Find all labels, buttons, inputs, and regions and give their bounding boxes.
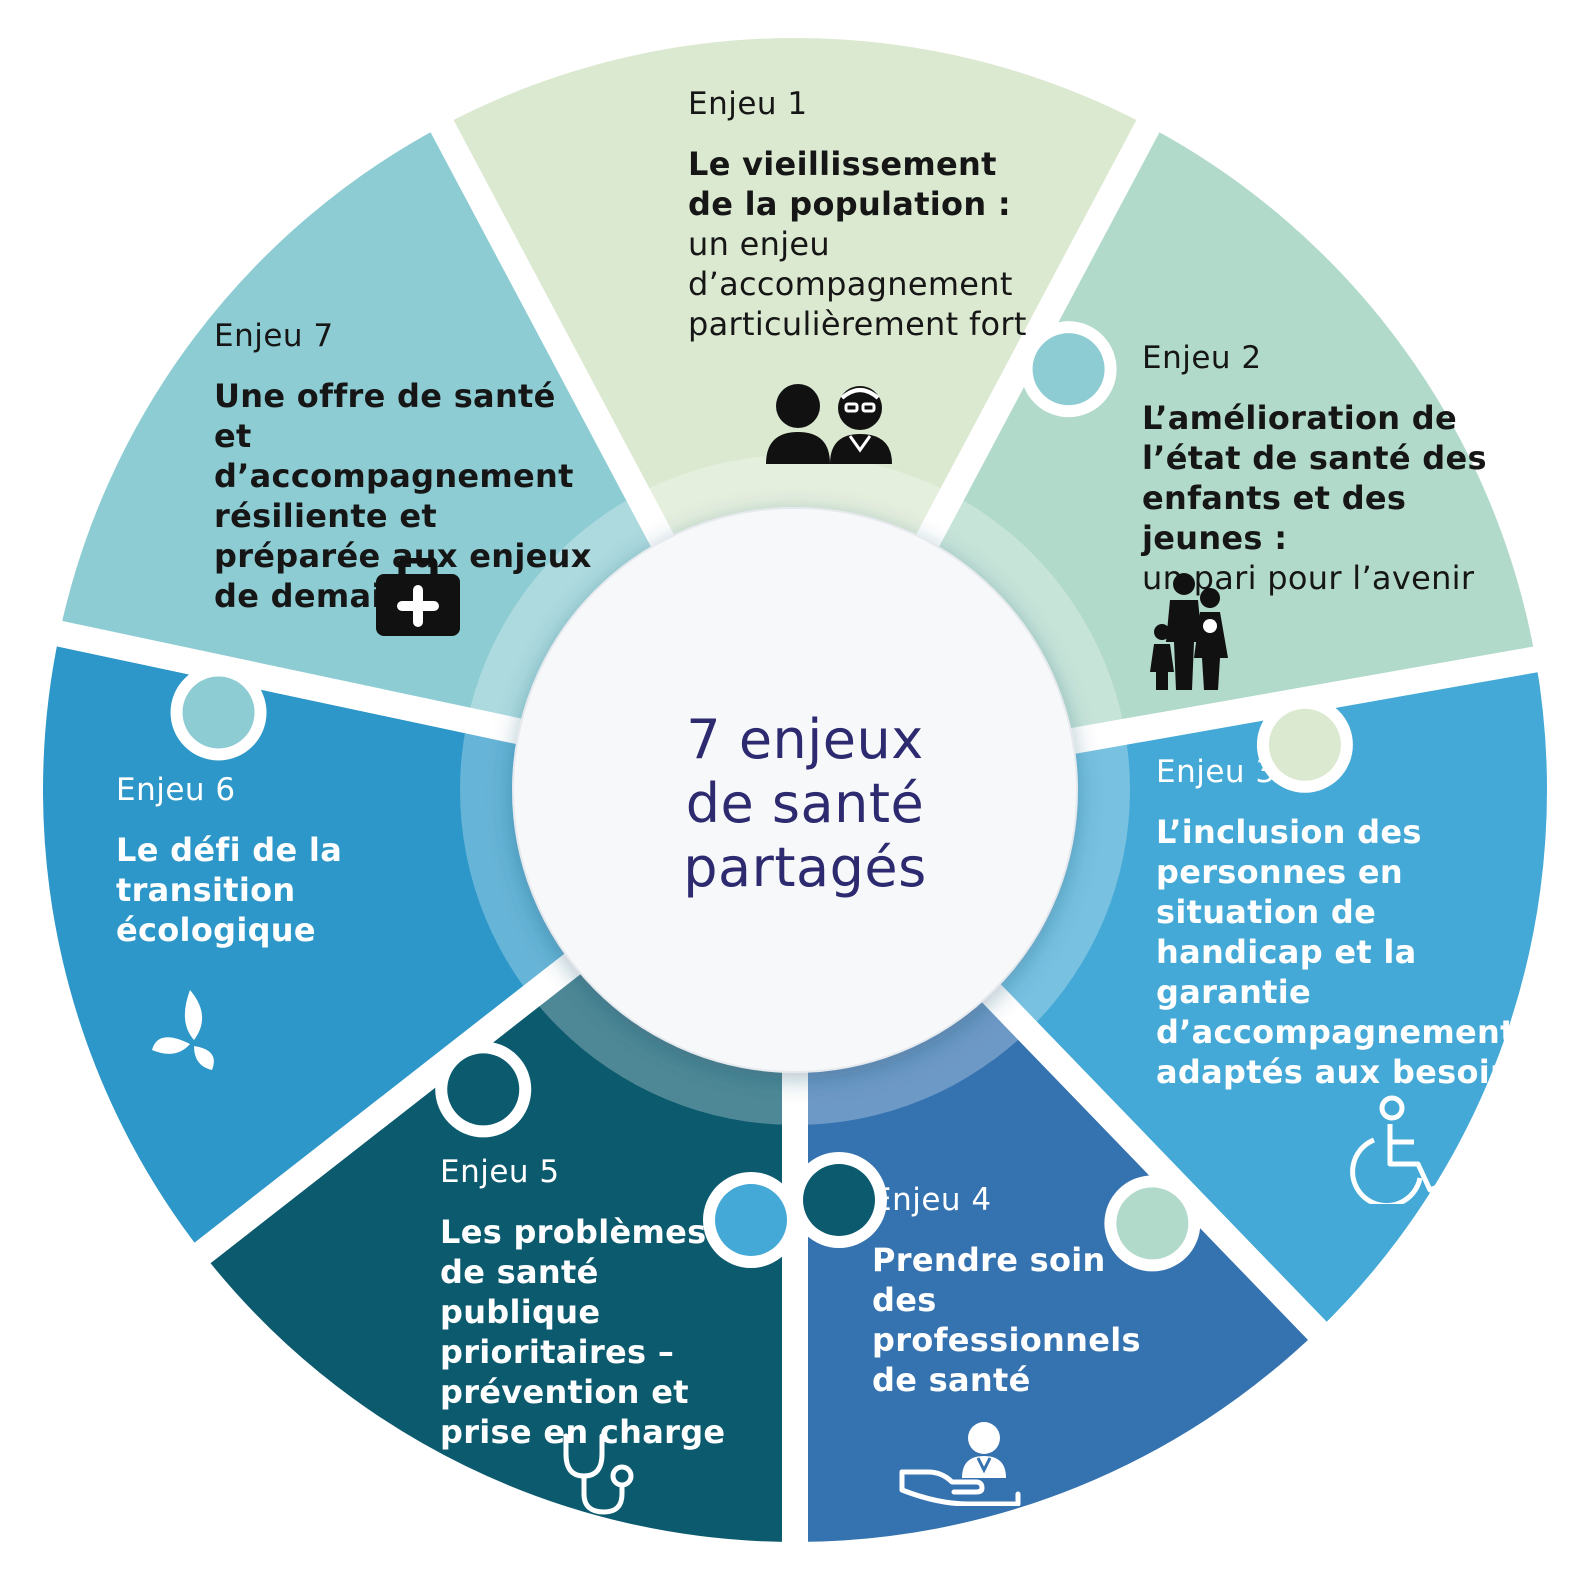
segment-2-title: L’amélioration de l’état de santé des en… bbox=[1142, 399, 1487, 557]
segment-4-text: Enjeu 4 Prendre soin des professionnels … bbox=[872, 1182, 1152, 1400]
segment-7-label: Enjeu 7 bbox=[214, 318, 334, 354]
medical-kit-icon bbox=[376, 558, 460, 636]
puzzle-knob bbox=[447, 1053, 520, 1126]
segment-5-text: Enjeu 5 Les problèmes de santé publique … bbox=[440, 1154, 760, 1452]
segment-2-description: un pari pour l’avenir bbox=[1142, 559, 1475, 597]
center-title-line-1: 7 enjeux bbox=[686, 708, 924, 771]
segment-6-text: Enjeu 6 Le défi de la transition écologi… bbox=[116, 772, 356, 950]
segment-4-title: Prendre soin des professionnels de santé bbox=[872, 1241, 1141, 1399]
puzzle-knob bbox=[182, 676, 255, 749]
center-title: 7 enjeux de santé partagés bbox=[560, 708, 1050, 900]
segment-1-description: un enjeu d’accompagnement particulièreme… bbox=[688, 225, 1027, 343]
segment-2-text: Enjeu 2 L’amélioration de l’état de sant… bbox=[1142, 340, 1522, 598]
family-icon bbox=[1150, 573, 1228, 690]
segment-5-label: Enjeu 5 bbox=[440, 1154, 560, 1190]
elderly-couple-icon bbox=[766, 384, 892, 464]
segment-5-title: Les problèmes de santé publique priorita… bbox=[440, 1213, 726, 1451]
center-circle bbox=[512, 507, 1078, 1073]
puzzle-knob bbox=[1116, 1187, 1189, 1260]
center-title-line-3: partagés bbox=[683, 836, 927, 899]
doctor-hand-icon bbox=[899, 1422, 1021, 1506]
puzzle-knob bbox=[715, 1184, 787, 1256]
puzzle-knob bbox=[803, 1164, 875, 1236]
segment-3-title: L’inclusion des personnes en situation d… bbox=[1156, 813, 1536, 1091]
segment-2-label: Enjeu 2 bbox=[1142, 340, 1262, 376]
stethoscope-icon bbox=[563, 1433, 634, 1515]
segment-6-title: Le défi de la transition écologique bbox=[116, 831, 343, 949]
segment-3-text: Enjeu 3 L’inclusion des personnes en sit… bbox=[1156, 754, 1536, 1092]
puzzle-pieces bbox=[17, 12, 1573, 1568]
leaf-icon bbox=[152, 990, 214, 1070]
center-title-line-2: de santé bbox=[685, 772, 925, 835]
wheelchair-icon bbox=[1350, 1095, 1441, 1204]
segment-1-text: Enjeu 1 Le vieillissement de la populati… bbox=[688, 86, 1028, 344]
puzzle-knobs bbox=[170, 321, 1353, 1272]
segment-1-label: Enjeu 1 bbox=[688, 86, 808, 122]
puzzle-knob bbox=[1268, 708, 1341, 781]
segment-3-label: Enjeu 3 bbox=[1156, 754, 1276, 790]
segment-6-label: Enjeu 6 bbox=[116, 772, 236, 808]
segment-1-title: Le vieillissement de la population : bbox=[688, 145, 1011, 223]
segment-4-label: Enjeu 4 bbox=[872, 1182, 992, 1218]
puzzle-knob bbox=[1032, 333, 1105, 406]
